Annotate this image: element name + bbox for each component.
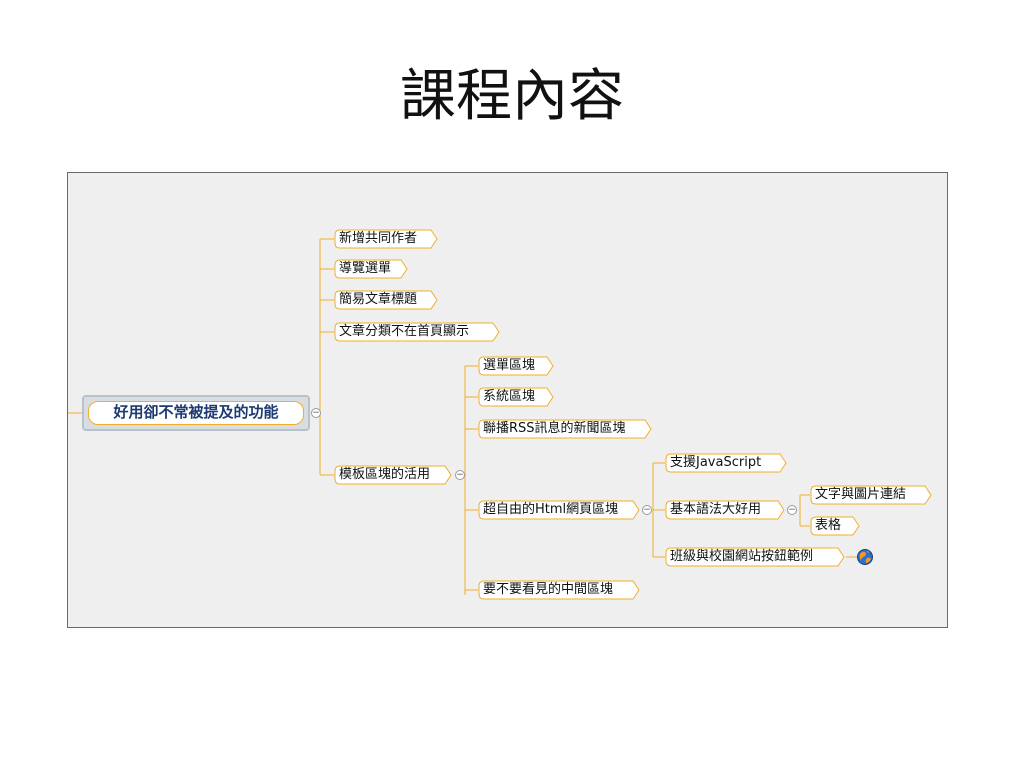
html-javascript[interactable]: 支援JavaScript	[665, 453, 787, 473]
branch-category-hidden[interactable]: 文章分類不在首頁顯示	[334, 322, 500, 342]
template-html-block[interactable]: 超自由的Html網頁區塊	[478, 500, 640, 520]
node-shape	[665, 453, 787, 473]
root-node[interactable]: 好用卻不常被提及的功能	[88, 401, 304, 425]
node-label: 選單區塊	[483, 358, 536, 373]
node-shape	[334, 290, 438, 310]
node-shape	[665, 547, 845, 567]
node-label: 要不要看見的中間區塊	[483, 582, 614, 597]
node-shape	[334, 259, 408, 279]
template-rss-block[interactable]: 聯播RSS訊息的新聞區塊	[478, 419, 652, 439]
node-label: 簡易文章標題	[339, 292, 418, 307]
node-label: 文章分類不在首頁顯示	[339, 324, 470, 339]
mindmap-connectors	[68, 238, 858, 595]
collapse-syntax-button[interactable]: −	[787, 505, 797, 515]
node-label: 模板區塊的活用	[339, 467, 431, 482]
node-label: 聯播RSS訊息的新聞區塊	[483, 421, 626, 436]
node-shape	[478, 419, 652, 439]
html-basic-syntax[interactable]: 基本語法大好用	[665, 500, 785, 520]
node-shape	[478, 500, 640, 520]
node-label: 文字與圖片連結	[815, 487, 907, 502]
html-button-examples[interactable]: 班級與校園網站按鈕範例	[665, 547, 845, 567]
slide-title: 課程內容	[400, 64, 624, 129]
collapse-html-button[interactable]: −	[642, 505, 652, 515]
node-shape	[478, 387, 554, 407]
template-system-block[interactable]: 系統區塊	[478, 387, 554, 407]
template-center-block[interactable]: 要不要看見的中間區塊	[478, 580, 640, 600]
node-label: 超自由的Html網頁區塊	[483, 502, 619, 517]
node-shape	[478, 580, 640, 600]
node-shape	[478, 356, 554, 376]
node-label: 新增共同作者	[339, 231, 418, 246]
collapse-root-button[interactable]: −	[311, 408, 321, 418]
node-shape	[334, 465, 452, 485]
node-label: 導覽選單	[339, 261, 392, 276]
node-label: 系統區塊	[483, 389, 536, 404]
globe-icon[interactable]	[856, 548, 874, 566]
branch-nav-menu[interactable]: 導覽選單	[334, 259, 408, 279]
template-menu-block[interactable]: 選單區塊	[478, 356, 554, 376]
node-shape	[810, 516, 860, 536]
node-label: 支援JavaScript	[670, 455, 762, 470]
node-shape	[810, 485, 932, 505]
node-label: 基本語法大好用	[670, 502, 762, 517]
mindmap-panel: 好用卻不常被提及的功能 − 新增共同作者 導覽選單 簡易文章標題 文章分類不在首…	[67, 172, 948, 628]
branch-template-blocks[interactable]: 模板區塊的活用	[334, 465, 452, 485]
node-shape	[665, 500, 785, 520]
branch-simple-title[interactable]: 簡易文章標題	[334, 290, 438, 310]
node-label: 班級與校園網站按鈕範例	[670, 549, 814, 564]
node-shape	[334, 322, 500, 342]
syntax-text-image-link[interactable]: 文字與圖片連結	[810, 485, 932, 505]
node-shape	[334, 229, 438, 249]
collapse-template-button[interactable]: −	[455, 470, 465, 480]
syntax-table[interactable]: 表格	[810, 516, 860, 536]
branch-new-coauthor[interactable]: 新增共同作者	[334, 229, 438, 249]
node-label: 表格	[815, 518, 842, 533]
